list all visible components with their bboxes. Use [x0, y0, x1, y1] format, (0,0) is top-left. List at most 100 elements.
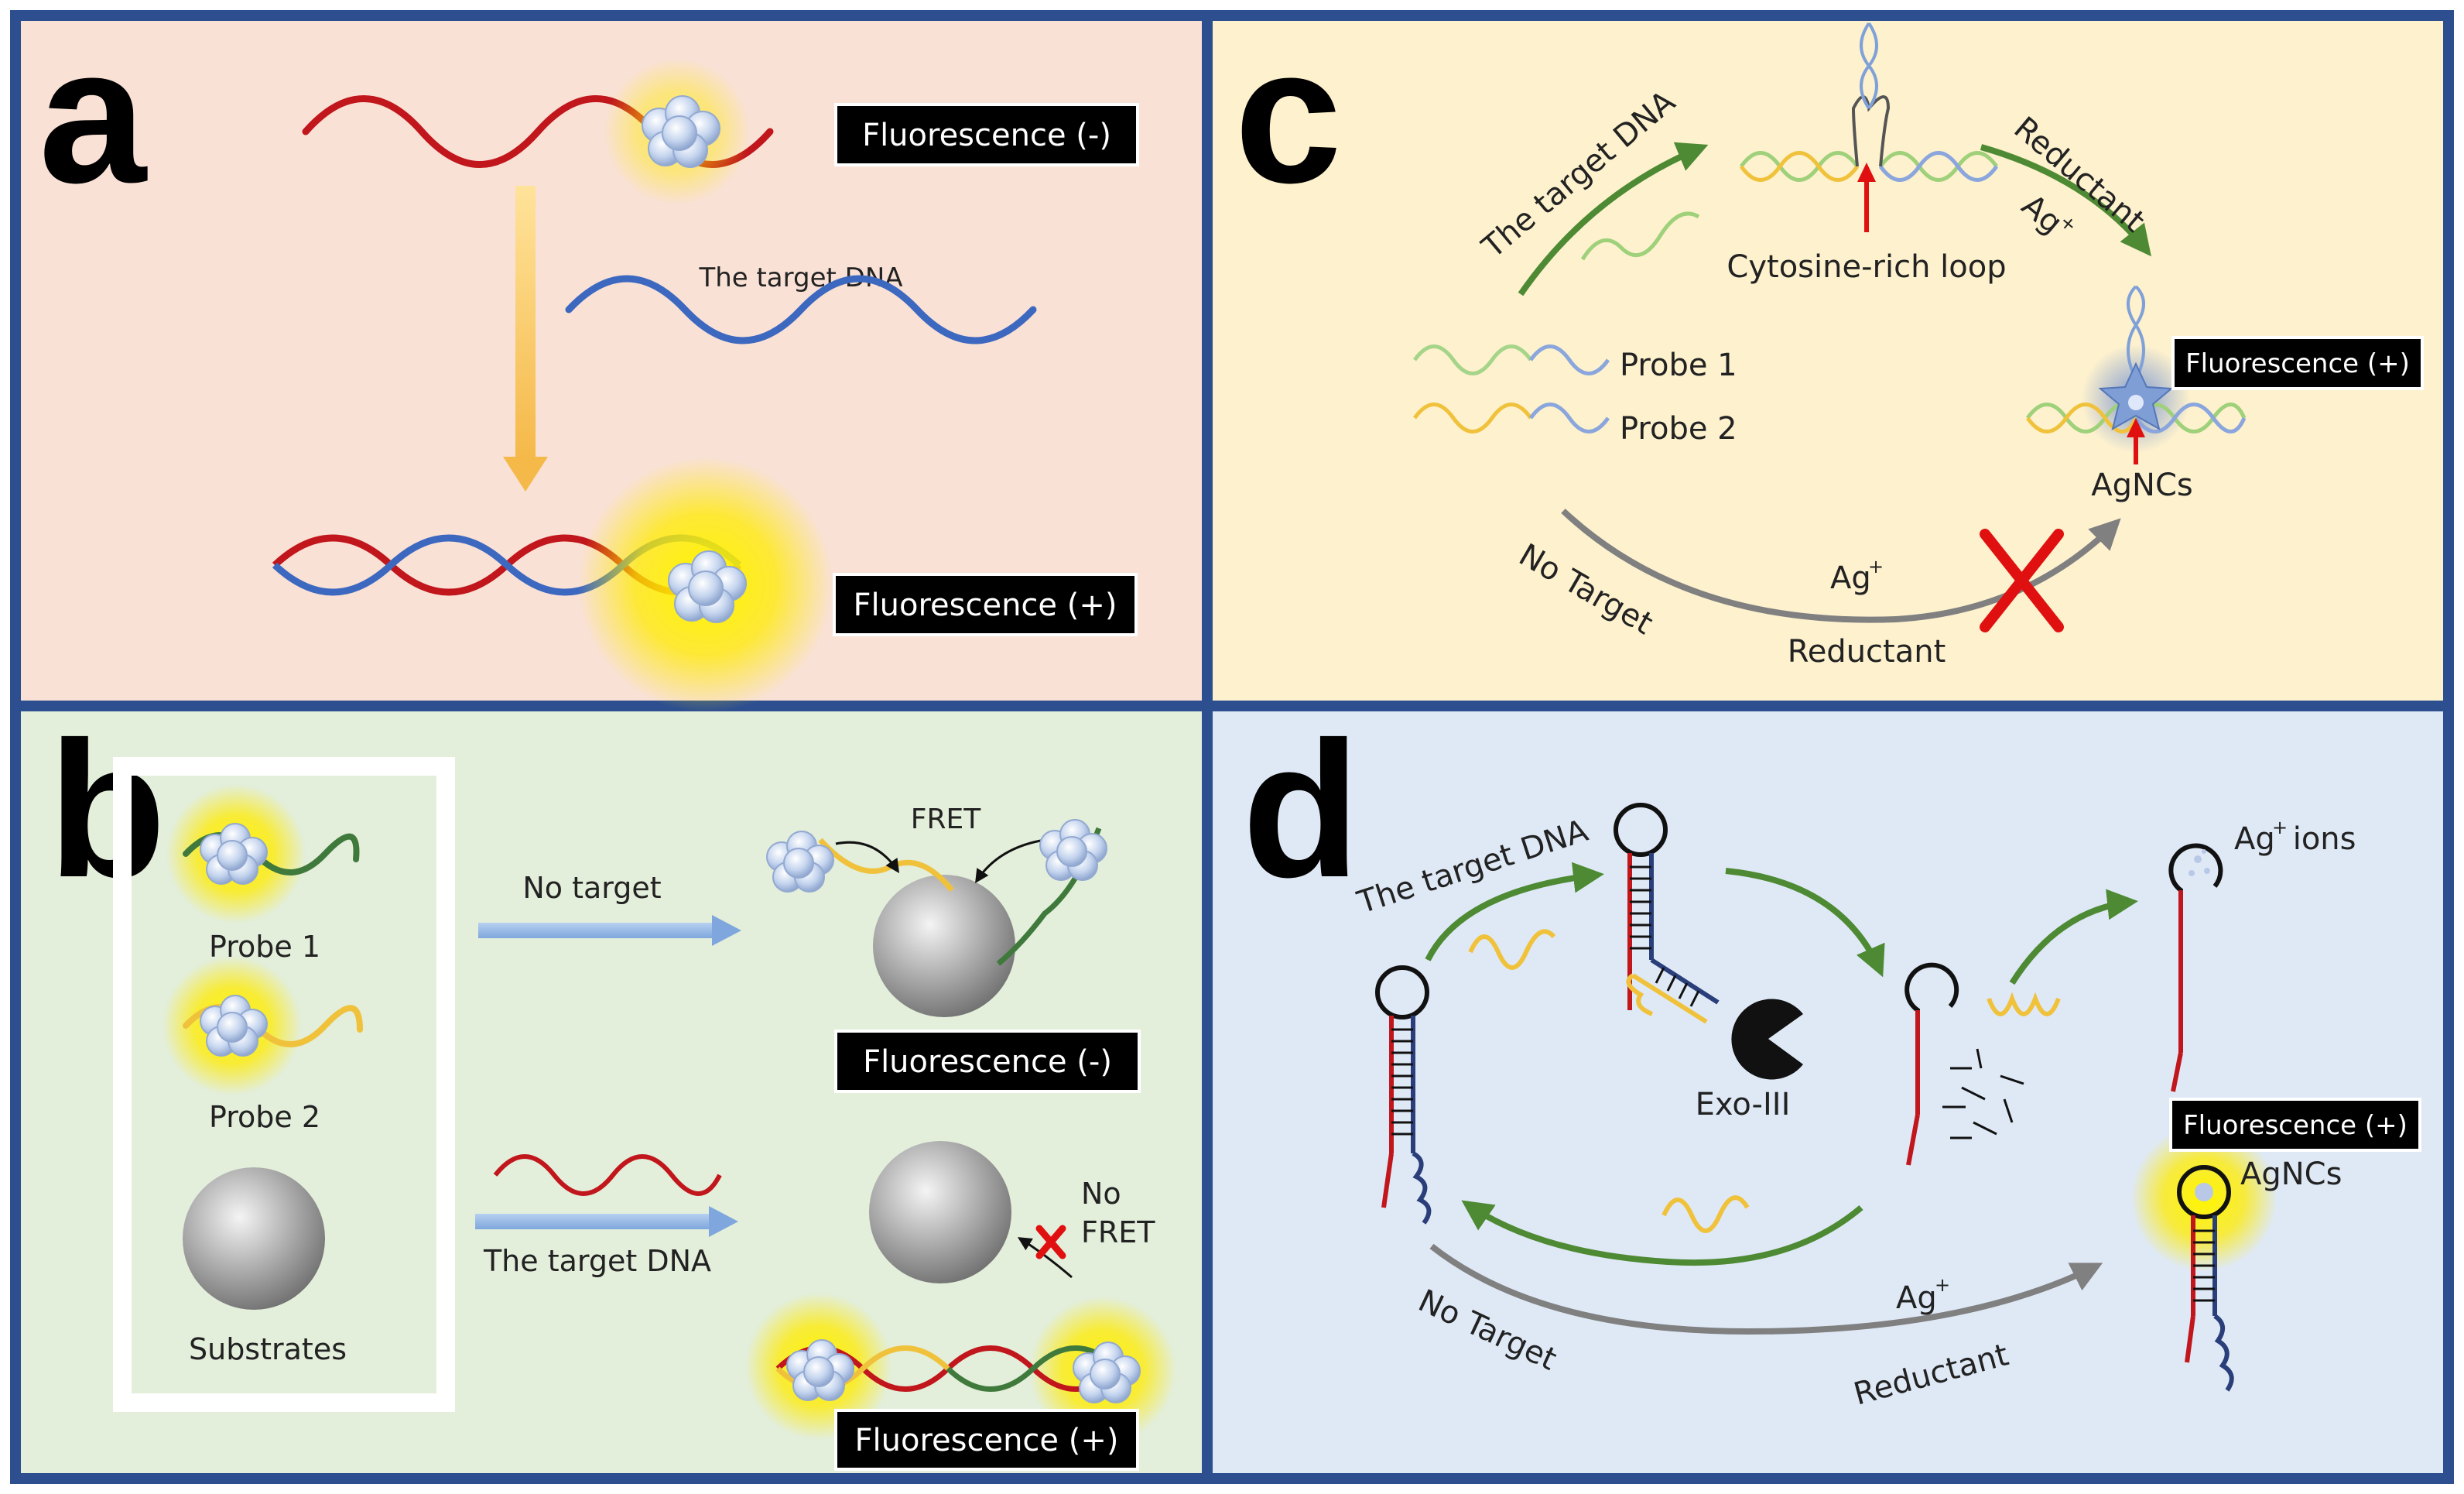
target-strand-blue: [565, 275, 1037, 344]
exo-iii-label: Exo-III: [1696, 1087, 1791, 1122]
d-nucleotide-fragments: [1942, 1048, 2024, 1139]
panel-letter-c: c: [1234, 7, 1342, 223]
c-reduction-arrow: [1980, 144, 2151, 257]
d-fluorescence-label: Fluorescence (+): [2183, 1110, 2408, 1141]
c-agnc-left-yellow: [2025, 403, 2138, 433]
fret-energy-arrow-left: [835, 841, 899, 873]
no-target-arrow: [478, 915, 741, 946]
b-duplex-cluster-right-icon: [1073, 1342, 1141, 1403]
no-fret-label-line1: No: [1081, 1177, 1121, 1211]
fluorescence-on-label: Fluorescence (+): [854, 588, 1117, 623]
d-release-arrow: [2009, 889, 2138, 985]
silver-cluster-icon: [642, 95, 720, 168]
c-agnc-top-helix-b: [2127, 285, 2145, 380]
c-probe2-strand-yellow: [1412, 403, 1533, 433]
c-ag-bottom-label-group: Ag +: [1830, 556, 1884, 596]
c-probe2-strand-blue: [1528, 403, 1610, 433]
c-reductant-bottom-label: Reductant: [1788, 634, 1946, 670]
c-agncs-label: AgNCs: [2091, 468, 2192, 503]
c-target-strand: [1580, 211, 1700, 261]
target-arrow: [475, 1206, 738, 1237]
fluorescence-off-box: [834, 103, 1139, 166]
d-agnc-hairpin: [2177, 1165, 2234, 1392]
c-ag-bottom-superscript: +: [1868, 556, 1884, 577]
d-hybrid-complex: [1614, 803, 1720, 1024]
fret-cluster-right-icon: [1039, 819, 1107, 881]
d-ag-ions-label: Ag: [2234, 821, 2275, 857]
d-target-arrow: [1425, 862, 1604, 961]
b-target-dna-label: The target DNA: [483, 1244, 711, 1278]
d-ag-bottom-label: Ag: [1896, 1280, 1937, 1316]
substrate-sphere: [183, 1167, 325, 1310]
fret-label: FRET: [911, 804, 981, 835]
exo-iii-enzyme-icon: [1731, 999, 1803, 1080]
cytosine-loop-label: Cytosine-rich loop: [1727, 249, 2006, 285]
c-probe1-strand-blue: [1528, 344, 1610, 375]
d-ag-ions-suffix: ions: [2283, 821, 2356, 857]
panel-backgrounds: [10, 10, 2454, 1484]
d-ag-bottom-superscript: +: [1935, 1274, 1950, 1296]
c-blocked-cross-icon: [1980, 529, 2064, 632]
nofret-cross-icon: [1035, 1225, 1066, 1259]
reagents-frame: [113, 757, 455, 1412]
d-ag-bottom-label-group: Ag +: [1896, 1274, 1950, 1316]
c-complex-left-yellow: [1739, 151, 1860, 182]
substrates-label: Substrates: [189, 1332, 347, 1366]
c-fluorescence-box: [2171, 336, 2424, 390]
panel-letter-a: a: [39, 7, 148, 223]
fret-substrate-sphere: [873, 875, 1015, 1017]
b-fluorescence-off-label: Fluorescence (-): [863, 1044, 1112, 1080]
c-no-target-arrow: [1561, 509, 2121, 623]
c-fluorescence-label: Fluorescence (+): [2185, 348, 2410, 379]
b-fluorescence-off-box: [834, 1030, 1141, 1093]
d-fluorescence-box: [2169, 1098, 2421, 1152]
c-agnc-right-green: [2134, 403, 2247, 433]
fluorescence-on-box: [833, 573, 1138, 636]
panel-b: b Probe 1 Probe 2 Substrates: [48, 701, 1176, 1471]
no-target-label: No target: [522, 871, 661, 905]
b-fluorescence-on-label: Fluorescence (+): [855, 1423, 1119, 1458]
c-loop-pointer-head: [1857, 163, 1876, 182]
panel-letter-d: d: [1242, 701, 1360, 917]
c-ag-bottom-label: Ag: [1830, 560, 1871, 596]
probe2-label: Probe 2: [209, 1100, 320, 1134]
d-open-probe: [2168, 843, 2223, 1092]
d-recycled-target-strand: [1661, 1195, 1750, 1233]
c-complex-right-yellow: [1878, 151, 1999, 182]
d-recycle-arrow: [1461, 1200, 1863, 1266]
c-complex-left-green: [1739, 151, 1860, 182]
c-agnc-core: [2128, 395, 2144, 410]
d-ag-ions-label-group: Ag + ions: [2234, 817, 2356, 857]
c-target-arrow: [1518, 142, 1709, 296]
down-arrow: [503, 186, 548, 492]
d-agncs-label: AgNCs: [2240, 1156, 2342, 1192]
d-target-strand: [1468, 929, 1556, 970]
nofret-arrow: [1017, 1237, 1073, 1279]
panel-letter-b: b: [48, 701, 166, 917]
d-hairpin-probe: [1375, 965, 1432, 1225]
b-fluorescence-on-box: [834, 1409, 1139, 1471]
b-duplex-cluster-left-icon: [786, 1339, 854, 1401]
panel-a: a Fluorescence (-) The target DNA: [39, 7, 1139, 712]
c-probe1-label: Probe 1: [1620, 348, 1737, 383]
c-complex-right-green: [1878, 151, 1999, 182]
c-probe1-strand-green: [1412, 344, 1533, 375]
d-digested-probe: [1904, 962, 2061, 1166]
c-agnc-right-blue: [2134, 403, 2247, 433]
fret-cluster-left-icon: [766, 831, 834, 893]
d-ag-ions-superscript: +: [2272, 817, 2288, 838]
d-no-target-arrow: [1429, 1243, 2103, 1335]
nofret-substrate-sphere: [869, 1141, 1011, 1283]
c-probe2-label: Probe 2: [1620, 411, 1737, 447]
fret-energy-arrow-right: [975, 838, 1045, 884]
no-fret-label-line2: FRET: [1081, 1215, 1155, 1249]
fluorescence-off-label: Fluorescence (-): [862, 118, 1111, 153]
c-top-helix-b: [1860, 22, 1878, 110]
d-digest-arrow: [1725, 868, 1885, 978]
b-duplex-strand-green: [946, 1345, 1121, 1392]
probe2-cluster-icon: [200, 995, 268, 1057]
probe1-cluster-icon: [200, 823, 268, 885]
outer-border: [10, 10, 2454, 1484]
